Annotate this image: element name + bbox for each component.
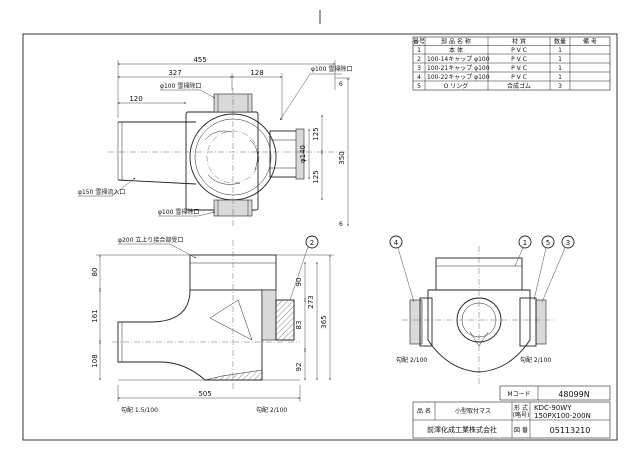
mcode-value: 48099N (558, 390, 589, 399)
dim-6-top: 6 (339, 81, 343, 88)
header-no: 番号 (413, 39, 425, 46)
row2-qty: 1 (558, 56, 562, 63)
label-riser: φ200 立上り接合部受口 (118, 236, 183, 244)
dim-350: 350 (338, 151, 346, 164)
dim-90: 90 (295, 278, 303, 287)
dim-161: 161 (91, 309, 99, 322)
row2-no: 2 (417, 56, 421, 63)
dim-108: 108 (91, 354, 99, 367)
row4-name: 100-22キャップ φ100 (427, 74, 490, 81)
dim-128: 128 (250, 69, 263, 77)
row3-name: 100-21キャップ φ100 (427, 65, 490, 72)
dim-phi140: φ140 (299, 145, 307, 163)
label-cleanout-top-right: φ100 雪掃除口 (311, 65, 352, 73)
row2-material: P V C (511, 56, 527, 63)
balloon-3-text: 3 (566, 239, 570, 247)
label-cleanout-top-left: φ100 雪掃除口 (160, 82, 201, 90)
row5-material: 合成ゴム (507, 82, 531, 90)
balloon-2 (305, 235, 319, 249)
dim-455: 455 (193, 56, 206, 64)
model-label: 形 式 (514, 404, 528, 412)
dim-273: 273 (307, 295, 315, 308)
dim-125-lower: 125 (312, 170, 320, 183)
balloon-5-text: 5 (546, 239, 550, 247)
label-slope-front-left: 勾配 2/100 (396, 356, 427, 364)
row1-name: 本 体 (449, 46, 463, 54)
drawing-no-value: 05113210 (550, 426, 591, 435)
dim-92: 92 (295, 363, 303, 372)
header-note: 備 考 (583, 38, 597, 46)
dim-125-upper: 125 (312, 127, 320, 140)
side-view: 80 161 108 90 83 92 273 365 505 φ200 立上り… (91, 235, 334, 414)
label-slope-2-side: 勾配 2/100 (256, 406, 287, 414)
balloon-5 (541, 235, 555, 249)
balloon-3 (561, 235, 575, 249)
row5-qty: 3 (558, 83, 562, 90)
label-inlet: φ150 雪掃流入口 (78, 188, 125, 196)
dim-327: 327 (168, 69, 181, 77)
row3-material: P V C (511, 65, 527, 72)
row4-qty: 1 (558, 74, 562, 81)
balloon-2-text: 2 (310, 239, 314, 247)
name-label: 品 名 (417, 407, 431, 415)
plan-view: 455 327 128 120 (78, 56, 352, 228)
header-qty: 数量 (554, 38, 566, 46)
row4-no: 4 (417, 74, 421, 81)
row4-material: P V C (511, 74, 527, 81)
title-block: Mコード 48099N 品 名 小型取付マス 形 式 (略号) KDC-90WY… (412, 385, 611, 439)
dim-120: 120 (129, 95, 142, 103)
drawing-no-label: 図 番 (514, 427, 528, 434)
dim-505: 505 (198, 390, 211, 398)
row3-no: 3 (417, 65, 421, 72)
balloon-4 (389, 235, 403, 249)
balloon-1 (518, 235, 532, 249)
sheet-border (22, 33, 618, 441)
header-name: 部 品 名 称 (441, 38, 471, 46)
label-slope-front-right: 勾配 2/100 (520, 356, 551, 364)
front-view: 4 1 5 3 勾配 2/100 勾配 2/100 (389, 235, 575, 384)
row5-name: O リング (444, 82, 469, 90)
dim-80: 80 (91, 268, 99, 277)
header-material: 材 質 (512, 38, 526, 46)
row1-no: 1 (417, 47, 421, 54)
label-slope-1-5: 勾配 1.5/100 (121, 406, 158, 414)
dim-365: 365 (320, 315, 328, 328)
row1-qty: 1 (558, 47, 562, 54)
row2-name: 100-14キャップ φ100 (427, 56, 490, 63)
company-name: 前澤化成工業株式会社 (427, 425, 497, 434)
balloon-1-text: 1 (523, 239, 527, 247)
balloon-4-text: 4 (394, 239, 399, 247)
row1-material: P V C (511, 47, 527, 54)
dim-83: 83 (295, 321, 303, 330)
model-value-2: 150PX100-200N (534, 412, 591, 420)
label-cleanout-bottom: φ100 雪掃除口 (158, 208, 199, 216)
model-sub-label: (略号) (513, 411, 530, 419)
mcode-label: Mコード (507, 391, 530, 398)
row3-qty: 1 (558, 65, 562, 72)
row5-no: 5 (417, 83, 421, 90)
model-value: KDC-90WY (534, 404, 572, 412)
dim-6-bottom: 6 (339, 221, 343, 228)
product-name: 小型取付マス (455, 407, 491, 415)
parts-table: 番号 部 品 名 称 材 質 数量 備 考 1 本 体 P V C 1 2 10… (412, 36, 611, 91)
